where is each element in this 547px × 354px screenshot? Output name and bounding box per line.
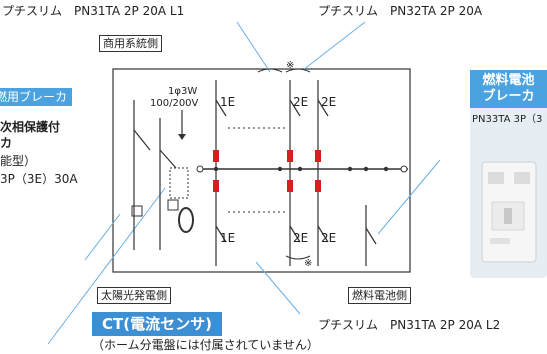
brace	[285, 255, 311, 260]
pointer-line	[377, 159, 441, 235]
pole-label-2e-top-b: 2E	[321, 95, 337, 109]
fuel-cell-panel-title-1: 燃料電池	[470, 70, 547, 89]
left-breaker-desc-3: 能型）	[0, 154, 37, 168]
left-breaker-desc-2: カ	[0, 136, 13, 150]
left-breaker-tag: 燃用ブレーカ	[0, 88, 73, 106]
fuel-cell-side-label: 燃料電池側	[348, 287, 411, 304]
supply-arrow-head	[178, 134, 186, 140]
pole-label-1e-bottom: 1E	[220, 231, 236, 245]
ct-sensor-note: （ホーム分電盤には付属されていません）	[92, 338, 319, 352]
ct-sensor-title: CT(電流センサ)	[92, 312, 222, 336]
pole-label-2e-bottom-a: 2E	[293, 231, 309, 245]
asterisk-bottom: ※	[304, 258, 313, 269]
grid-side-label: 商用系統側	[99, 35, 162, 52]
fuel-cell-breaker-panel: 燃料電池 ブレーカ PN33TA 3P（3	[470, 70, 547, 278]
supply-spec-line1: 1φ3W	[168, 86, 198, 97]
brace	[285, 68, 311, 73]
fuel-cell-panel-title-2: ブレーカ	[470, 89, 547, 108]
fuel-cell-panel-model: PN33TA 3P（3	[472, 114, 543, 125]
left-breaker-desc-4: 3P（3E）30A	[0, 172, 78, 186]
pointer-line	[84, 213, 121, 261]
solar-side-label: 太陽光発電側	[97, 287, 171, 304]
asterisk-top: ※	[286, 60, 295, 71]
breaker-photo	[481, 161, 537, 263]
pointer-line	[236, 21, 271, 73]
pointer-line	[47, 187, 166, 345]
supply-spec-line2: 100/200V	[150, 98, 199, 109]
bottom-right-breaker-label: プチスリム PN31TA 2P 20A L2	[318, 318, 501, 332]
ct-sensor-shape	[178, 207, 194, 233]
pole-label-2e-top-a: 2E	[293, 95, 309, 109]
brace	[257, 68, 283, 73]
panel-enclosure	[112, 68, 411, 273]
pole-label-2e-bottom-b: 2E	[321, 231, 337, 245]
left-breaker-desc-1: 次相保護付	[0, 120, 61, 134]
pointer-line	[302, 21, 366, 71]
pointer-line	[255, 261, 301, 315]
pole-label-1e-top: 1E	[220, 95, 236, 109]
top-left-breaker-label: プチスリム PN31TA 2P 20A L1	[2, 4, 185, 18]
top-right-breaker-label: プチスリム PN32TA 2P 20A	[318, 4, 483, 18]
